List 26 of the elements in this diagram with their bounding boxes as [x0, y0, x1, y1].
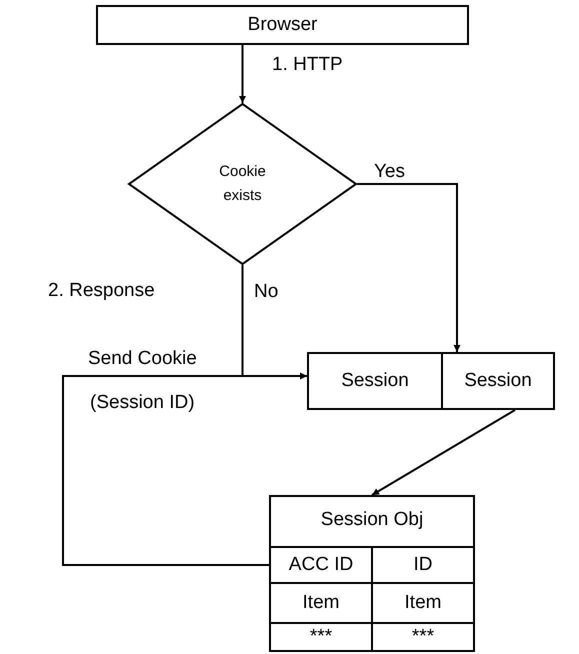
node-text: Session [341, 370, 409, 392]
node-text: Item [404, 592, 442, 614]
node-text: Cookie exists [218, 162, 267, 206]
arrow [357, 183, 460, 352]
node-text: Session [464, 370, 532, 392]
node-text: ACC ID [288, 554, 354, 576]
edge-label: Yes [374, 161, 405, 183]
edge-label: No [254, 281, 278, 303]
table-header [269, 495, 475, 652]
note-text: (Session ID) [90, 392, 195, 414]
node-text: *** [310, 626, 332, 648]
node-text: Item [302, 592, 340, 614]
process-box [307, 352, 443, 410]
arrow [62, 372, 307, 566]
node-text: Session Obj [320, 509, 424, 531]
edge-label: 1. HTTP [272, 54, 343, 76]
note-text: 2. Response [48, 280, 155, 302]
arrow [371, 409, 516, 496]
arrow [239, 45, 246, 103]
node-text: ID [414, 554, 432, 576]
decision-diamond [128, 103, 357, 265]
node-text: *** [412, 626, 434, 648]
edge-label: Send Cookie [88, 348, 197, 370]
process-box [96, 5, 469, 45]
process-box [441, 352, 555, 410]
node-text: Browser [248, 14, 318, 36]
